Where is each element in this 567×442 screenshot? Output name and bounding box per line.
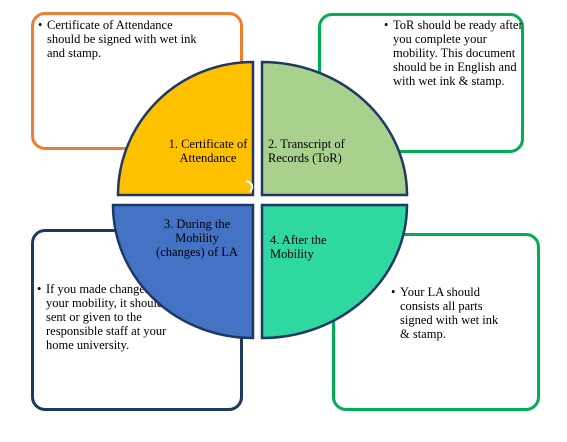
quadrant-transcript: [260, 60, 409, 197]
callout-text: Certificate of Attendance should be sign…: [47, 18, 197, 60]
bullet-icon: •: [38, 18, 43, 32]
bullet-icon: •: [384, 18, 389, 32]
callout-text: Your LA should consists all parts signed…: [400, 285, 499, 341]
quadrant-during-mobility: [111, 203, 255, 340]
callout-text: ToR should be ready after you complete y…: [393, 18, 523, 88]
callout-text-transcript: • ToR should be ready after you complete …: [384, 18, 525, 88]
quadrant-label-after-mobility: 4. After the Mobility: [270, 233, 327, 261]
quadrant-certificate: [116, 60, 255, 197]
bullet-icon: •: [37, 282, 42, 296]
callout-text-after-mobility: • Your LA should consists all parts signe…: [391, 285, 508, 341]
connector-mark: [245, 180, 254, 193]
quadrant-label-during-mobility: 3. During the Mobility (changes) of LA: [156, 217, 238, 259]
quadrant-label-certificate: 1. Certificate of Attendance: [168, 137, 248, 165]
bullet-icon: •: [391, 285, 396, 299]
quadrant-after-mobility: [260, 203, 409, 340]
callout-text-certificate: • Certificate of Attendance should be sig…: [38, 18, 207, 60]
quadrant-label-transcript: 2. Transcript of Records (ToR): [268, 137, 345, 165]
